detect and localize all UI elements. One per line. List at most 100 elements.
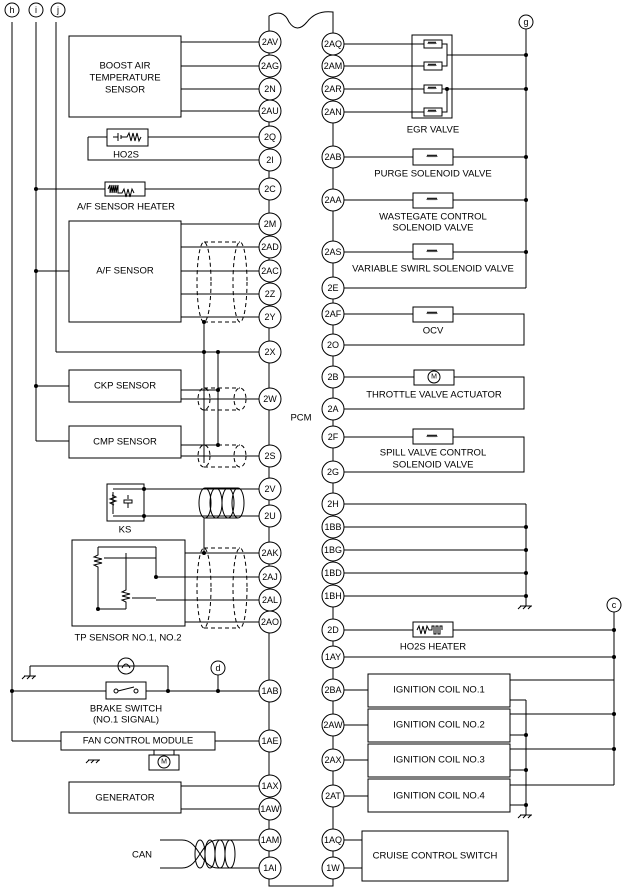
pin-1ay: 1AY [321,645,345,669]
ocv [412,306,454,323]
svg-text:2AO: 2AO [261,617,279,627]
svg-text:2AN: 2AN [324,107,342,117]
pin-2i: 2I [258,148,282,172]
pin-1ae: 1AE [258,729,282,753]
svg-text:OCV: OCV [423,326,444,337]
svg-text:1W: 1W [326,863,340,873]
pin-2ac: 2AC [258,259,282,283]
svg-text:CRUISE CONTROL SWITCH: CRUISE CONTROL SWITCH [373,851,498,862]
pin-2ad: 2AD [258,235,282,259]
pin-1aw: 1AW [258,797,282,821]
svg-text:1AM: 1AM [261,835,280,845]
svg-text:2M: 2M [264,219,277,229]
pin-2n: 2N [258,77,282,101]
pin-2d: 2D [321,618,345,642]
svg-text:WASTEGATE CONTROL: WASTEGATE CONTROL [379,212,487,223]
svg-text:2N: 2N [264,84,276,94]
svg-text:1AW: 1AW [260,804,280,814]
svg-text:2Q: 2Q [264,132,276,142]
svg-text:2AL: 2AL [262,595,278,605]
pin-2b: 2B [321,365,345,389]
pin-2m: 2M [258,212,282,236]
pin-2s: 2S [258,444,282,468]
can-label: CAN [132,850,152,861]
svg-text:2S: 2S [264,451,275,461]
svg-text:2X: 2X [264,347,275,357]
pin-2ao: 2AO [258,610,282,634]
connector-j: j [50,2,66,18]
pin-1bg: 1BG [321,538,345,562]
ks-label: KS [119,525,132,536]
pin-1bd: 1BD [321,561,345,585]
cruise-control-switch [361,830,509,882]
svg-text:2AC: 2AC [261,266,279,276]
pin-2ak: 2AK [258,541,282,565]
connector-h: h [4,2,20,18]
ho2s-label: HO2S [113,150,139,161]
svg-text:2F: 2F [328,432,339,442]
pin-2ax: 2AX [321,748,345,772]
svg-text:IGNITION COIL NO.4: IGNITION COIL NO.4 [393,791,485,802]
svg-text:2O: 2O [327,340,339,350]
pin-2ba: 2BA [321,678,345,702]
svg-text:M: M [431,374,437,381]
pin-1aq: 1AQ [321,828,345,852]
brake-switch [105,681,147,700]
pin-2al: 2AL [258,588,282,612]
svg-text:(NO.1 SIGNAL): (NO.1 SIGNAL) [93,715,159,726]
svg-text:2I: 2I [266,155,274,165]
svg-text:IGNITION COIL NO.2: IGNITION COIL NO.2 [393,720,485,731]
svg-text:1BD: 1BD [324,568,342,578]
pin-1ai: 1AI [258,856,282,880]
pin-2c: 2C [258,177,282,201]
svg-text:g: g [523,17,528,27]
svg-text:1AQ: 1AQ [324,835,342,845]
svg-text:1BG: 1BG [324,545,342,555]
af-sensor-label: A/F SENSOR [96,266,154,277]
boost-air-temperature-sensor [68,35,182,118]
fan-control-module-label: FAN CONTROL MODULE [83,736,194,747]
tp-sensor-label: TP SENSOR NO.1, NO.2 [75,633,182,644]
pin-1am: 1AM [258,828,282,852]
pin-2x: 2X [258,340,282,364]
svg-text:2Y: 2Y [264,312,275,322]
svg-text:1BH: 1BH [324,591,342,601]
svg-text:2AD: 2AD [261,242,279,252]
svg-text:2AA: 2AA [324,195,341,205]
pin-2av: 2AV [258,30,282,54]
svg-text:BRAKE SWITCH: BRAKE SWITCH [90,704,162,715]
pcm-label: PCM [290,413,311,424]
pin-2z: 2Z [258,282,282,306]
svg-text:2AX: 2AX [324,755,341,765]
pin-2e: 2E [321,276,345,300]
svg-text:1AX: 1AX [261,781,278,791]
svg-text:HO2S HEATER: HO2S HEATER [400,642,466,653]
svg-text:2AT: 2AT [325,791,341,801]
svg-text:2V: 2V [264,484,275,494]
svg-text:1AY: 1AY [325,652,341,662]
pin-2o: 2O [321,333,345,357]
svg-text:2AQ: 2AQ [324,39,342,49]
svg-text:2AW: 2AW [323,720,343,730]
pin-2aq: 2AQ [321,32,345,56]
pin-1ab: 1AB [258,679,282,703]
svg-text:2AM: 2AM [324,61,343,71]
svg-text:SOLENOID VALVE: SOLENOID VALVE [393,223,474,234]
pin-2as: 2AS [321,240,345,264]
svg-text:j: j [56,5,59,15]
pin-1w: 1W [321,856,345,880]
cmp-sensor-label: CMP SENSOR [93,437,157,448]
svg-text:2AS: 2AS [324,247,341,257]
ignition-coil-3 [367,743,511,778]
svg-text:h: h [9,5,14,15]
pin-1bb: 1BB [321,515,345,539]
svg-text:2AF: 2AF [325,309,342,319]
ho2s-heater [412,621,454,638]
svg-text:d: d [215,663,220,673]
pin-2af: 2AF [321,302,345,326]
pin-2g: 2G [321,460,345,484]
svg-text:2BA: 2BA [324,685,341,695]
svg-text:2AU: 2AU [261,106,279,116]
egr-valve [411,34,453,119]
svg-text:2D: 2D [327,625,339,635]
